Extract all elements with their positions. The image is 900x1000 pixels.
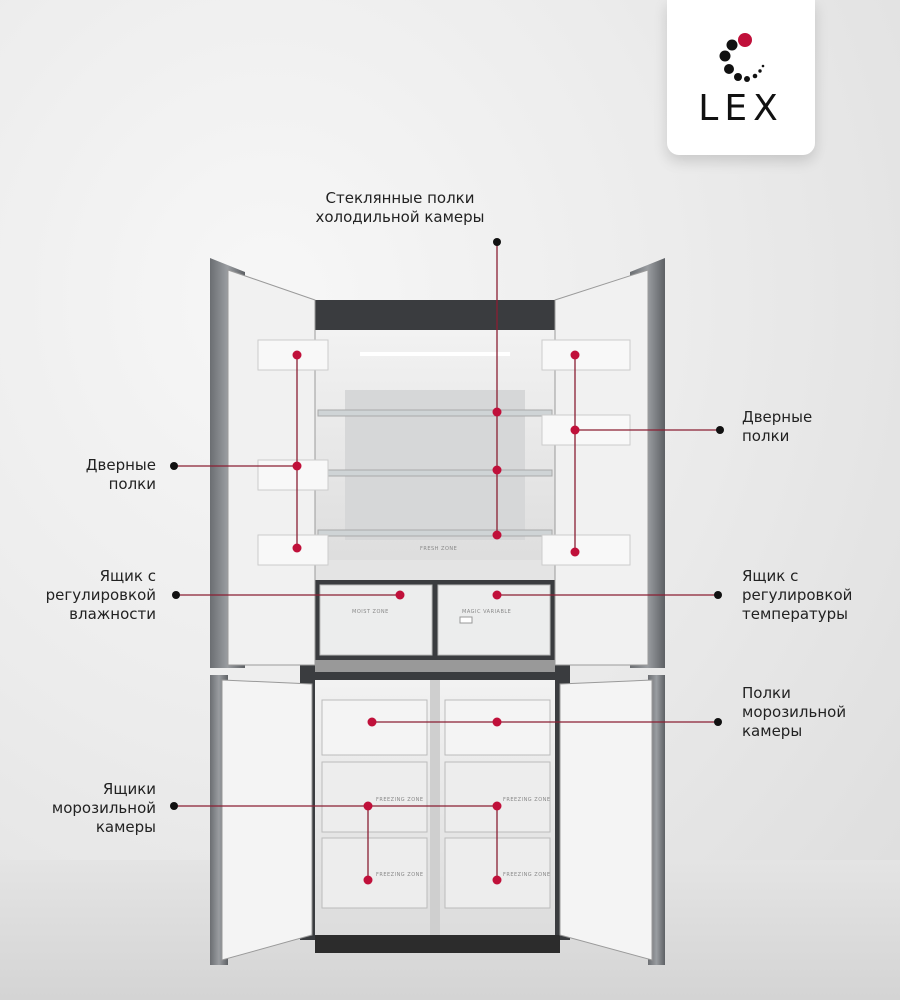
callout-line: Стеклянные полки xyxy=(325,189,475,207)
callout-freezer-shelves: Полки морозильной камеры xyxy=(742,684,846,741)
callout-door-shelves-left: Дверные полки xyxy=(86,456,156,494)
callout-freezer-drawers: Ящики морозильной камеры xyxy=(52,780,156,837)
freezing-zone-label: FREEZING ZONE xyxy=(376,797,424,803)
callout-anchor-dots xyxy=(170,238,724,810)
callout-line: морозильной xyxy=(742,703,847,721)
logo-text: LEX xyxy=(698,88,784,129)
callout-line: Дверные xyxy=(85,456,156,474)
freezing-zone-label: FREEZING ZONE xyxy=(503,872,551,878)
moist-zone-label: MOIST ZONE xyxy=(352,609,389,615)
callout-target-dots xyxy=(292,350,580,885)
callout-line: полки xyxy=(742,427,790,445)
callout-temperature-drawer: Ящик с регулировкой температуры xyxy=(742,567,852,624)
callout-line: Полки xyxy=(742,684,791,702)
logo-dots-icon xyxy=(719,33,765,82)
callout-line: Дверные xyxy=(742,408,813,426)
fresh-zone-label: FRESH ZONE xyxy=(420,546,457,552)
callout-line: Ящик с xyxy=(742,567,799,585)
freezing-zone-label: FREEZING ZONE xyxy=(376,872,424,878)
callout-line: камеры xyxy=(95,818,156,836)
callout-door-shelves-right: Дверные полки xyxy=(742,408,812,446)
callout-humidity-drawer: Ящик с регулировкой влажности xyxy=(46,567,156,624)
callout-line: регулировкой xyxy=(45,586,156,604)
callout-line: Ящики xyxy=(102,780,156,798)
callout-line: камеры xyxy=(742,722,803,740)
callout-line: полки xyxy=(108,475,156,493)
magic-variable-label: MAGIC VARIABLE xyxy=(462,609,511,615)
callout-line: регулировкой xyxy=(742,586,853,604)
freezing-zone-label: FREEZING ZONE xyxy=(503,797,551,803)
callout-line: температуры xyxy=(742,605,849,623)
callout-glass-shelves: Стеклянные полки холодильной камеры xyxy=(290,189,510,227)
callout-line: Ящик с xyxy=(99,567,156,585)
callout-line: влажности xyxy=(69,605,156,623)
brand-logo: LEX xyxy=(667,0,815,155)
callout-line: морозильной xyxy=(51,799,156,817)
callout-line: холодильной камеры xyxy=(315,208,485,226)
